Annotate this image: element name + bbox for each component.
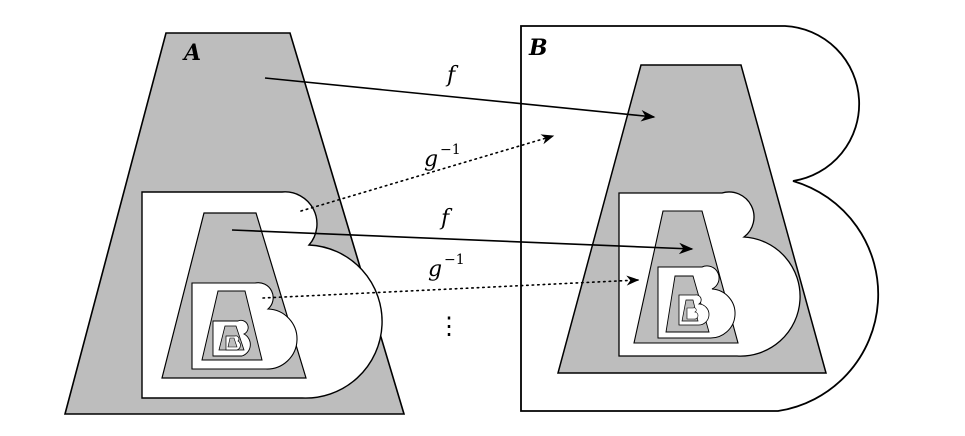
arrow-f-lower	[231, 229, 694, 255]
label-f-lower: f	[439, 206, 453, 231]
set-b-group: B	[520, 25, 880, 412]
label-g-inverse-upper: g	[424, 147, 438, 172]
continuation-dots: ⋮	[437, 312, 461, 340]
arrows	[231, 77, 694, 299]
arrow-f-upper	[264, 77, 656, 122]
label-g-inverse-lower-exponent: −1	[444, 252, 465, 268]
set-b-label: B	[528, 35, 548, 61]
nested-trapezoid-level-8	[227, 337, 238, 348]
set-a-label: A	[182, 40, 201, 66]
nested-b-shape-level-8	[686, 307, 699, 320]
label-g-inverse-lower: g	[428, 257, 442, 282]
arrow-labels: f g −1 f g −1 ⋮	[424, 63, 465, 340]
arrow-g-inverse-upper	[300, 134, 555, 212]
arrow-g-inverse-lower	[262, 275, 640, 299]
label-g-inverse-upper-exponent: −1	[440, 142, 461, 158]
set-a-group: A	[63, 32, 406, 415]
label-f-upper: f	[445, 63, 459, 88]
